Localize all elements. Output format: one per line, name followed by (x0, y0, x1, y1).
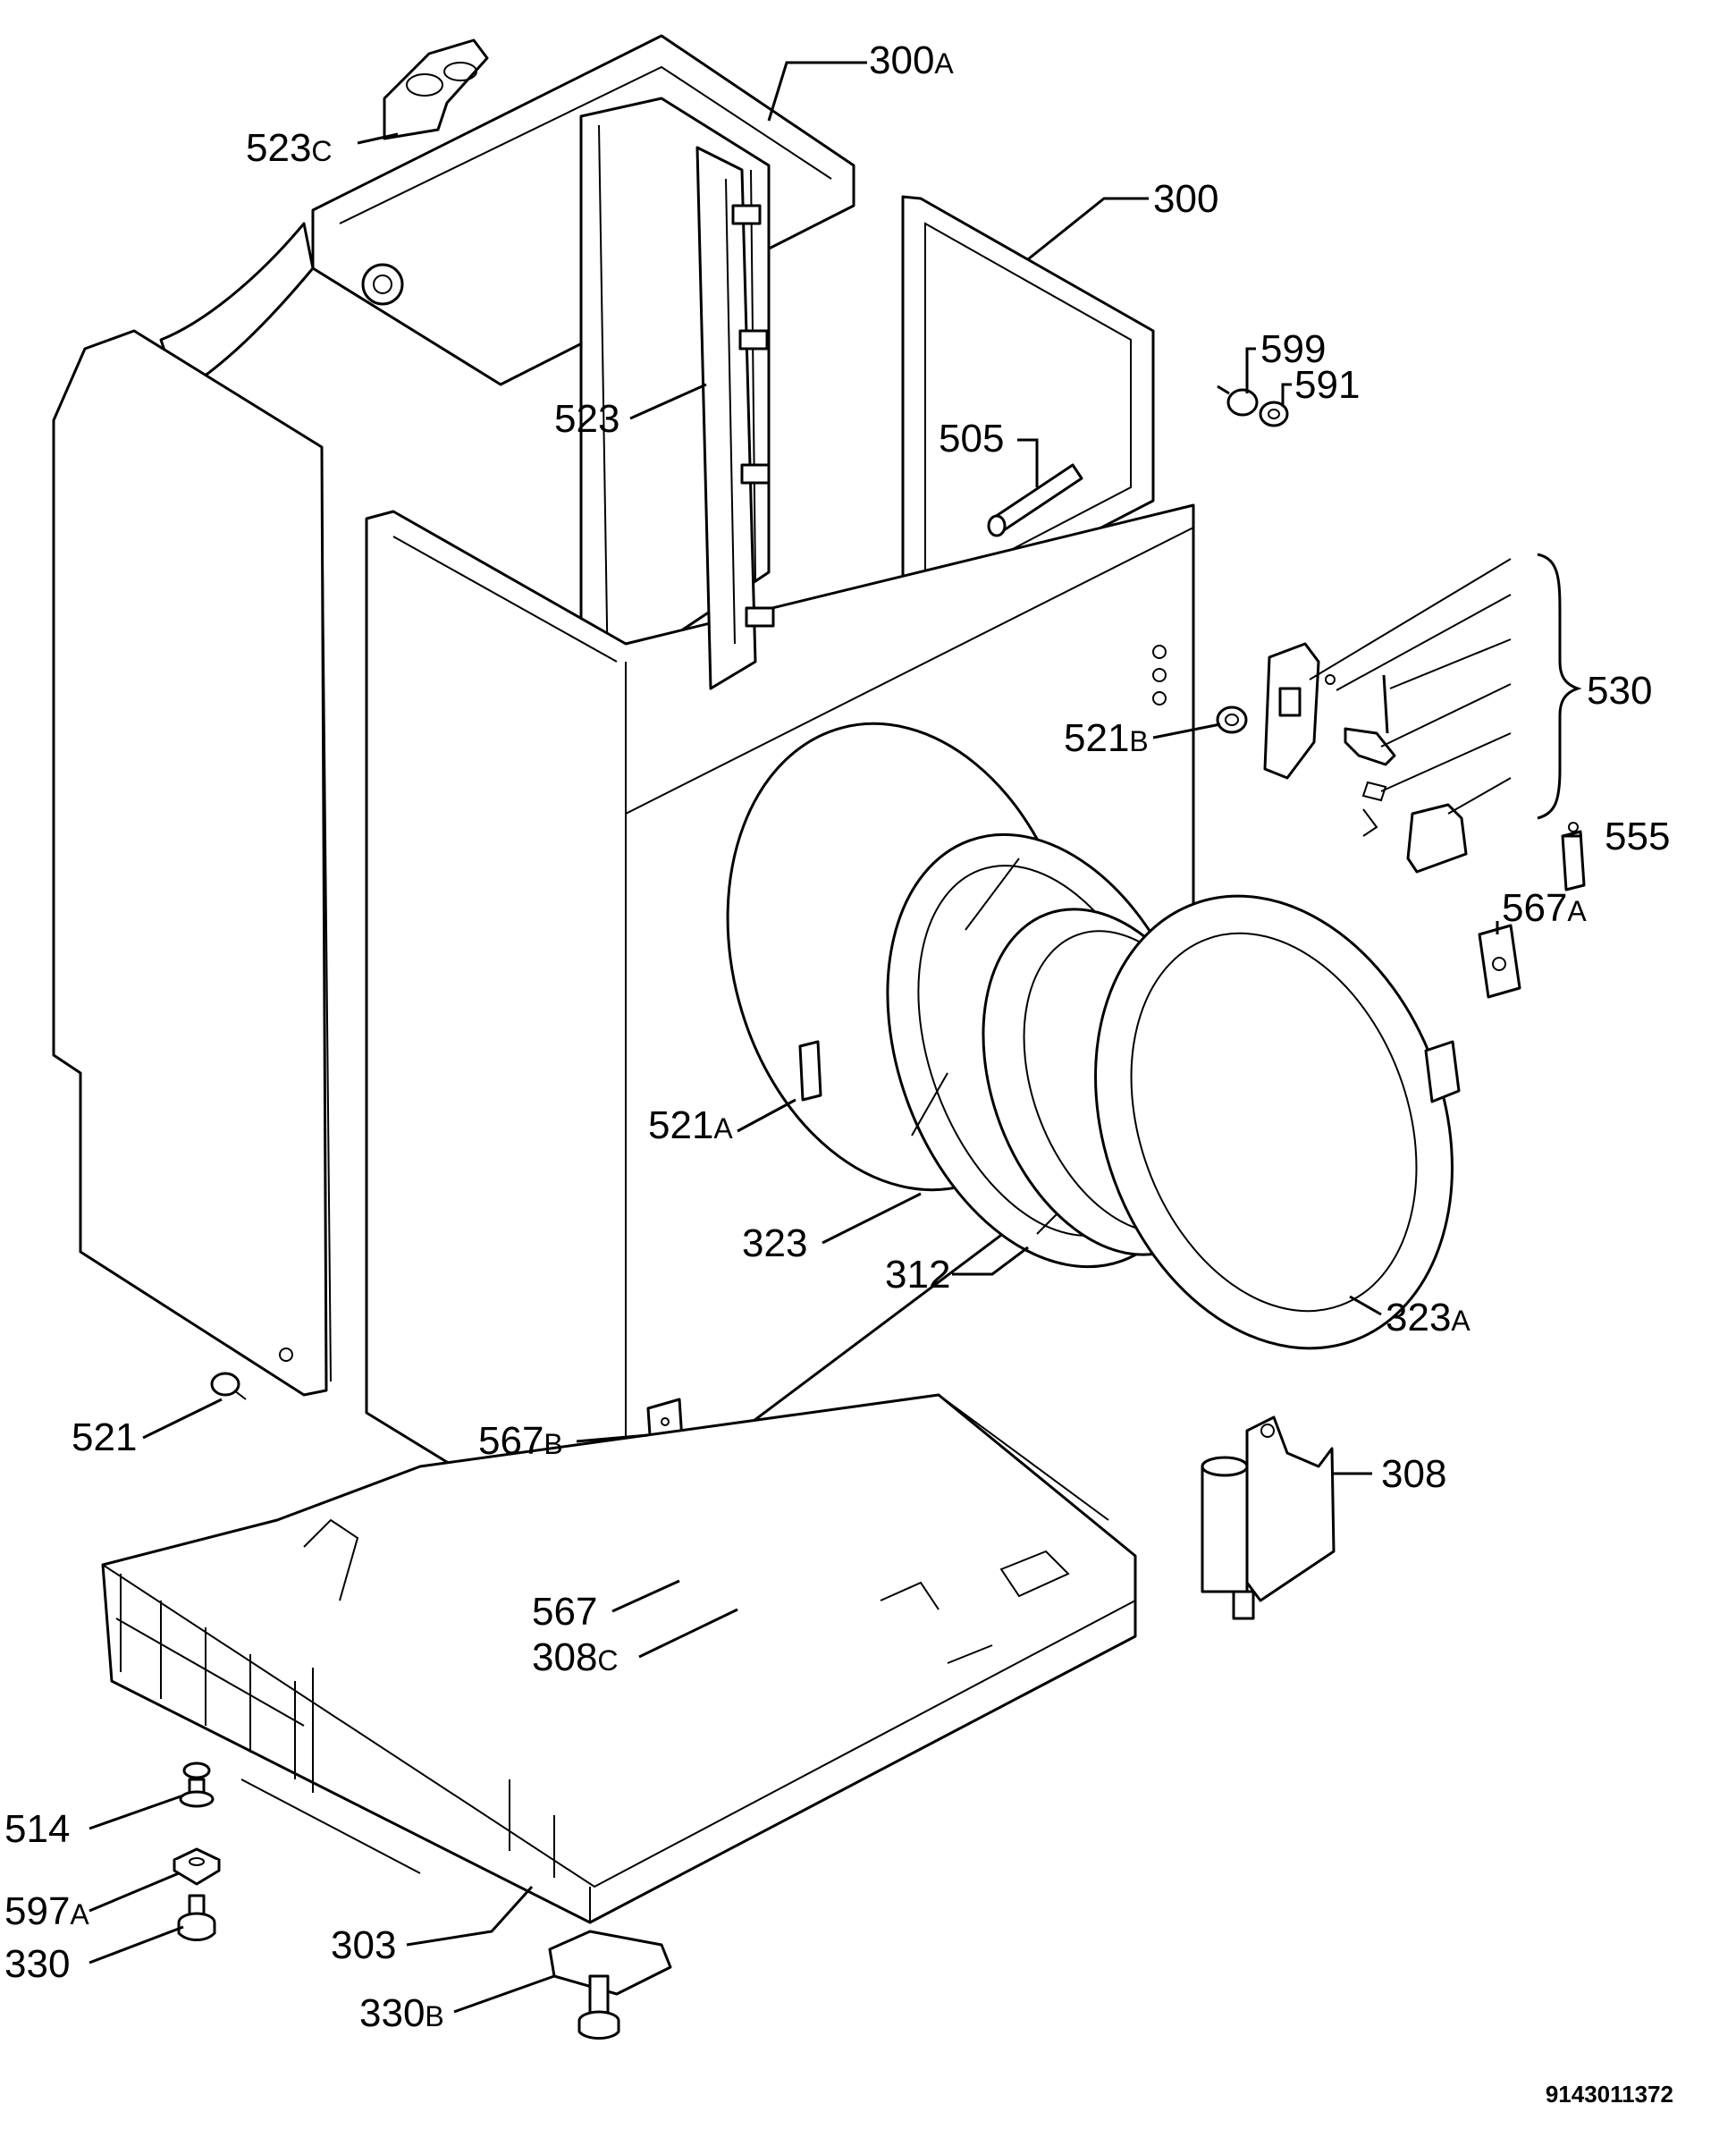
label-567a: 567A (1502, 886, 1587, 930)
label-514: 514 (4, 1807, 70, 1851)
label-523c: 523C (246, 126, 333, 170)
label-567b: 567B (478, 1419, 563, 1463)
knob-599 (1217, 384, 1259, 417)
label-599: 599 (1260, 327, 1326, 371)
label-323a: 323A (1386, 1296, 1471, 1339)
label-591: 591 (1294, 363, 1360, 407)
drawing-code: 9143011372 (1545, 2081, 1673, 2108)
label-523: 523 (554, 397, 619, 441)
label-303: 303 (331, 1923, 396, 1967)
foot-330 (177, 1894, 216, 1941)
label-300: 300 (1153, 177, 1218, 221)
cabinet-left-panel (52, 329, 332, 1397)
strut-rod (987, 463, 1083, 537)
part-555 (1561, 822, 1586, 891)
screw-514 (179, 1762, 215, 1808)
label-521a: 521A (648, 1103, 733, 1147)
adjustable-foot-330b (548, 1930, 672, 2040)
label-521: 521 (72, 1415, 137, 1459)
hinge-bracket-strip (695, 146, 775, 690)
leader-lines (88, 61, 1582, 2014)
label-521b: 521B (1064, 716, 1149, 760)
door-hinge (1201, 1415, 1336, 1620)
label-323: 323 (742, 1221, 807, 1265)
label-597a: 597A (4, 1889, 89, 1933)
part-labels: 300A 523C 300 599 591 523 505 530 521B 5… (4, 38, 1670, 2035)
top-clip (383, 38, 489, 140)
label-330b: 330B (359, 1991, 444, 2035)
label-505: 505 (939, 417, 1004, 460)
door-lock-assembly (1263, 553, 1582, 874)
label-330: 330 (4, 1942, 70, 1986)
label-555: 555 (1605, 815, 1670, 858)
label-308c: 308C (532, 1635, 619, 1679)
label-300a: 300A (869, 38, 954, 82)
door-outer-ring (1094, 894, 1461, 1350)
label-312: 312 (885, 1253, 950, 1297)
label-530: 530 (1587, 669, 1652, 713)
part-567a (1478, 924, 1521, 999)
plug-521b (1216, 705, 1248, 734)
nut-597a (173, 1847, 221, 1886)
label-567: 567 (532, 1590, 597, 1634)
screw-521 (210, 1372, 247, 1400)
label-308: 308 (1381, 1452, 1446, 1496)
washer-591 (1259, 401, 1289, 427)
base-plinth (101, 1393, 1137, 1924)
